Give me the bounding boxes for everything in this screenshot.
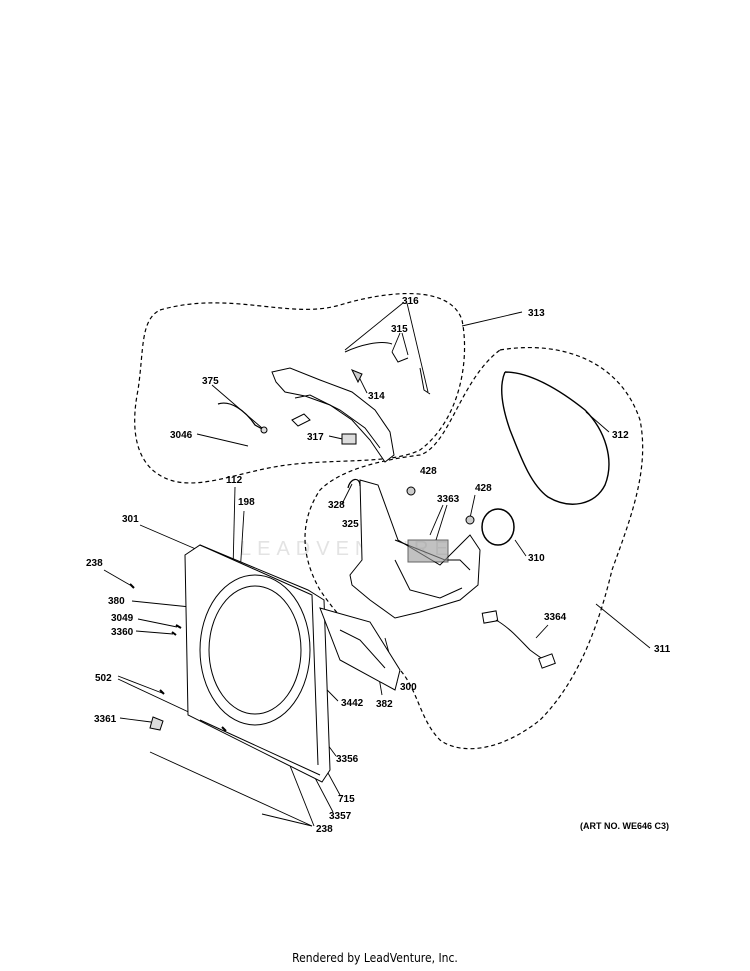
screw-part-3049 <box>171 624 182 636</box>
callout-3442: 3442 <box>341 698 364 709</box>
screw-part-428a <box>406 486 416 496</box>
callout-198: 198 <box>238 497 255 508</box>
callout-428a: 428 <box>420 466 437 477</box>
screw-part-238a <box>129 583 135 589</box>
clip-part-315 <box>391 351 409 363</box>
callout-312: 312 <box>612 430 629 441</box>
callout-3363: 3363 <box>437 494 460 505</box>
ring-part-310 <box>481 508 515 546</box>
bracket-assembly-part <box>271 367 395 463</box>
callout-325: 325 <box>342 519 359 530</box>
screw-part-428b <box>465 515 475 525</box>
callout-380: 380 <box>108 596 125 607</box>
callout-311: 311 <box>654 644 671 655</box>
callout-238a: 238 <box>86 558 103 569</box>
callout-375: 375 <box>202 376 219 387</box>
wire-part-375 <box>217 402 265 431</box>
callout-428b: 428 <box>475 483 492 494</box>
screw-part-314 <box>350 369 363 384</box>
screw-part-502 <box>159 689 227 732</box>
callout-314: 314 <box>368 391 385 402</box>
callout-382: 382 <box>376 699 393 710</box>
clip-part-328 <box>347 478 361 489</box>
callout-715: 715 <box>338 794 355 805</box>
knob-part-3361 <box>149 716 164 731</box>
door-trim-part-382 <box>339 629 386 669</box>
door-trim-part-300 <box>319 607 401 691</box>
callout-301: 301 <box>122 514 139 525</box>
callout-238b: 238 <box>316 824 333 835</box>
callout-502: 502 <box>95 673 112 684</box>
callout-3049: 3049 <box>111 613 134 624</box>
connector-part-375 <box>260 426 268 434</box>
callout-300: 300 <box>400 682 417 693</box>
callout-112: 112 <box>226 475 243 486</box>
callout-3046: 3046 <box>170 430 193 441</box>
art-number: (ART NO. WE646 C3) <box>580 821 670 831</box>
front-panel-part-301 <box>184 544 331 783</box>
callout-3356: 3356 <box>336 754 359 765</box>
footer-credit: Rendered by LeadVenture, Inc. <box>292 951 458 965</box>
callout-3360: 3360 <box>111 627 134 638</box>
group-boundary-313 <box>134 292 466 484</box>
callout-315: 315 <box>391 324 408 335</box>
callout-310: 310 <box>528 553 545 564</box>
callout-313: 313 <box>528 308 545 319</box>
duct-assembly-part-325 <box>349 479 481 619</box>
group-boundary-311 <box>304 346 644 750</box>
callout-3361: 3361 <box>94 714 117 725</box>
gasket-part-312 <box>500 371 610 505</box>
callout-316: 316 <box>402 296 419 307</box>
callout-328: 328 <box>328 500 345 511</box>
callout-3364: 3364 <box>544 612 567 623</box>
callout-3357: 3357 <box>329 811 352 822</box>
callout-317: 317 <box>307 432 324 443</box>
wire-part-316 <box>344 342 431 395</box>
harness-part-3364 <box>481 610 556 669</box>
